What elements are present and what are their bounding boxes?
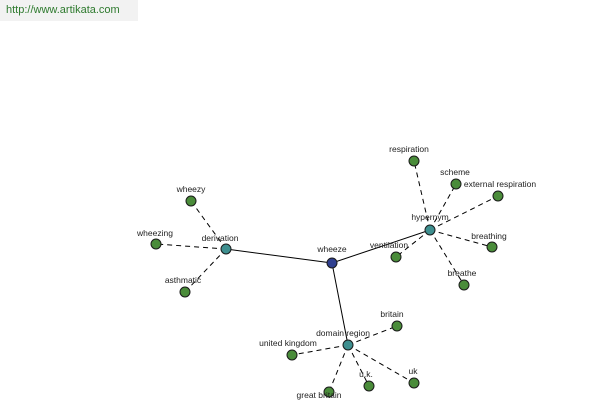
node-label-great-britain[interactable]: great britain <box>297 390 342 400</box>
site-url-link[interactable]: http://www.artikata.com <box>0 0 138 21</box>
edge-wheeze-to-derivation <box>225 248 333 264</box>
node-ventilation[interactable] <box>390 251 402 263</box>
edge-wheeze-to-domain-region <box>331 262 349 346</box>
edge-wheeze-to-hypernym <box>331 229 431 264</box>
node-uk[interactable] <box>408 377 420 389</box>
node-label-united-kingdom[interactable]: united kingdom <box>259 338 317 348</box>
node-domain-region[interactable] <box>342 339 354 351</box>
edge-hypernym-to-respiration <box>413 160 431 231</box>
node-wheeze[interactable] <box>326 257 338 269</box>
edge-domain-region-to-united-kingdom <box>291 344 349 356</box>
node-label-domain-region[interactable]: domain region <box>316 328 370 338</box>
node-hypernym[interactable] <box>424 224 436 236</box>
node-derivation[interactable] <box>220 243 232 255</box>
node-label-derivation[interactable]: derivation <box>202 233 239 243</box>
node-label-wheezing[interactable]: wheezing <box>136 228 173 238</box>
edge-hypernym-to-ventilation <box>395 229 431 258</box>
edge-hypernym-to-breathe <box>429 229 465 286</box>
node-label-ventilation[interactable]: ventilation <box>370 240 409 250</box>
node-label-uk[interactable]: uk <box>409 366 419 376</box>
node-label-external-respiration[interactable]: external respiration <box>464 179 537 189</box>
node-scheme[interactable] <box>450 178 462 190</box>
node-great-britain[interactable] <box>323 386 335 398</box>
node-label-breathing[interactable]: breathing <box>471 231 507 241</box>
node-asthmatic[interactable] <box>179 286 191 298</box>
node-label-wheezy[interactable]: wheezy <box>176 184 207 194</box>
node-wheezy[interactable] <box>185 195 197 207</box>
node-label-respiration[interactable]: respiration <box>389 144 429 154</box>
node-label-breathe[interactable]: breathe <box>448 268 477 278</box>
node-label-hypernym[interactable]: hypernym <box>411 212 448 222</box>
node-respiration[interactable] <box>408 155 420 167</box>
node-label-u-k[interactable]: u.k. <box>359 369 373 379</box>
node-external-respiration[interactable] <box>492 190 504 202</box>
edge-domain-region-to-great-britain <box>328 344 349 393</box>
node-u-k[interactable] <box>363 380 375 392</box>
edge-hypernym-to-external-respiration <box>429 195 499 231</box>
edge-hypernym-to-scheme <box>429 183 457 231</box>
edge-domain-region-to-uk <box>347 344 415 384</box>
node-wheezing[interactable] <box>150 238 162 250</box>
node-britain[interactable] <box>391 320 403 332</box>
node-united-kingdom[interactable] <box>286 349 298 361</box>
node-label-scheme[interactable]: scheme <box>440 167 470 177</box>
nodes-layer <box>150 155 504 398</box>
edge-domain-region-to-u-k <box>347 344 370 387</box>
node-breathing[interactable] <box>486 241 498 253</box>
edges-layer <box>155 160 499 393</box>
node-breathe[interactable] <box>458 279 470 291</box>
node-label-wheeze[interactable]: wheeze <box>316 244 347 254</box>
edge-derivation-to-asthmatic <box>184 248 227 293</box>
edge-derivation-to-wheezy <box>190 200 227 250</box>
labels-layer: wheeze derivation hypernym domain region whe… <box>136 144 536 400</box>
node-label-britain[interactable]: britain <box>380 309 403 319</box>
node-label-asthmatic[interactable]: asthmatic <box>165 275 202 285</box>
edge-derivation-to-wheezing <box>155 243 227 250</box>
edge-hypernym-to-breathing <box>429 229 493 248</box>
